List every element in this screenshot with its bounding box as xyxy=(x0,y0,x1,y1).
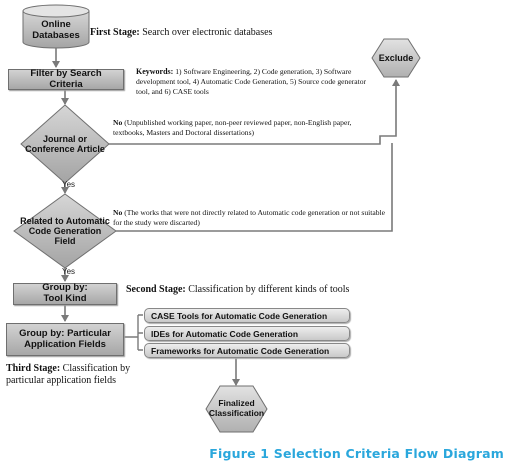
connector-related-no-to-exclude xyxy=(116,143,393,232)
finalized-hexagon xyxy=(205,385,268,433)
keywords-note: Keywords: 1) Software Engineering, 2) Co… xyxy=(136,67,374,97)
second-stage-annotation: Second Stage: Classification by differen… xyxy=(126,284,426,296)
tool-label: IDEs for Automatic Code Generation xyxy=(151,328,299,339)
third-stage-label: Third Stage: xyxy=(6,363,61,374)
tool-label: Frameworks for Automatic Code Generation xyxy=(151,345,330,356)
third-stage-annotation: Third Stage: Classification by particula… xyxy=(6,363,144,387)
group-app-label: Group by: Particular Application Fields xyxy=(19,327,111,350)
related-no-label: No xyxy=(113,208,123,217)
first-stage-text: Search over electronic databases xyxy=(142,27,273,38)
yes-label-related: Yes xyxy=(62,267,76,276)
first-stage-label: First Stage: xyxy=(90,27,140,38)
second-stage-label: Second Stage: xyxy=(126,284,186,295)
keywords-text: 1) Software Engineering, 2) Code generat… xyxy=(136,67,367,96)
yes-label-journal: Yes xyxy=(62,180,76,189)
journal-no-label: No xyxy=(113,118,123,127)
third-stage-text: Classification by particular application… xyxy=(6,363,131,386)
tool-box-case: CASE Tools for Automatic Code Generation xyxy=(144,308,350,323)
second-stage-text: Classification by different kinds of too… xyxy=(188,284,350,295)
keywords-label: Keywords: xyxy=(136,67,174,76)
tool-label: CASE Tools for Automatic Code Generation xyxy=(151,310,328,321)
exclude-label: Exclude xyxy=(378,52,414,63)
filter-by-search-criteria-box: Filter by Search Criteria xyxy=(8,67,124,90)
online-databases-label: Online Databases xyxy=(32,19,80,41)
group-by-application-fields-box: Group by: Particular Application Fields xyxy=(6,323,124,356)
journal-decision-label: Journal or Conference Article xyxy=(25,133,105,154)
journal-no-text: (Unpublished working paper, non-peer rev… xyxy=(113,118,352,137)
exclude-hexagon xyxy=(371,38,421,78)
group-by-tool-kind-box: Group by: Tool Kind xyxy=(13,282,117,305)
group-tool-label: Group by: Tool Kind xyxy=(42,282,88,304)
finalized-classification-label: Finalized Classification xyxy=(208,398,265,418)
tool-box-frameworks: Frameworks for Automatic Code Generation xyxy=(144,343,350,358)
related-no-text: (The works that were not directly relate… xyxy=(113,208,386,227)
filter-label: Filter by Search Criteria xyxy=(30,67,102,90)
figure-caption: Figure 1 Selection Criteria Flow Diagram xyxy=(209,446,504,461)
tool-box-ide: IDEs for Automatic Code Generation xyxy=(144,326,350,341)
related-decision-label: Related to Automatic Code Generation Fie… xyxy=(20,215,110,247)
connector-journal-no-to-exclude xyxy=(109,79,400,145)
journal-no-note: No (Unpublished working paper, non-peer … xyxy=(113,118,368,137)
first-stage-annotation: First Stage: Search over electronic data… xyxy=(90,27,390,39)
connector-groupapp-to-tools xyxy=(124,314,143,351)
related-no-note: No (The works that were not directly rel… xyxy=(113,208,388,227)
online-databases-cylinder xyxy=(22,4,90,49)
